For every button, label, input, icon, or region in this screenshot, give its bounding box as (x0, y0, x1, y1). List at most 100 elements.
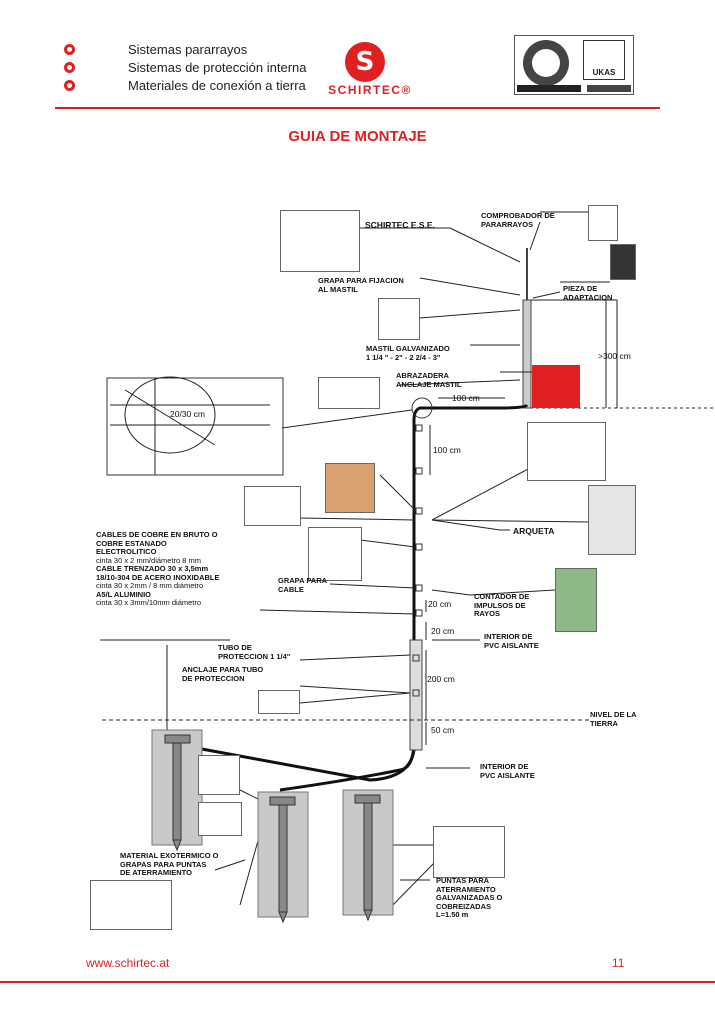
label-arqueta: ARQUETA (513, 526, 555, 536)
label-line: AL MASTIL (318, 284, 358, 294)
footer-divider (0, 981, 715, 983)
schirtec-logo-icon: S (345, 42, 385, 82)
footer-url-link[interactable]: www.schirtec.at (86, 956, 170, 970)
label-pieza-adaptacion: PIEZA DE ADAPTACION (563, 284, 613, 302)
ese-rods-photo (280, 210, 360, 272)
label-line: PUNTAS PARA (436, 876, 490, 885)
bullet-text: Materiales de conexión a tierra (128, 77, 306, 93)
label-dim-20-a: 20 cm (428, 599, 452, 609)
label-line: cinta 30 x 2 mm/diámetro 8 mm (96, 555, 202, 565)
bullet-item: Materiales de conexión a tierra (64, 76, 306, 94)
label-line: NIVEL DE LA (590, 710, 637, 719)
label-nivel: NIVEL DE LA TIERRA (590, 710, 637, 728)
label-tubo: TUBO DE PROTECCION 1 1/4" (218, 643, 291, 661)
label-grapa-cable: GRAPA PARA CABLE (278, 576, 327, 594)
adapter-photo (610, 244, 636, 280)
ukas-icon: UKAS (583, 40, 625, 80)
s-logo-icon (64, 79, 75, 91)
label-line: COMPROBADOR DE (481, 211, 555, 220)
label-line: COBREIZADAS (436, 901, 492, 911)
label-line: TIERRA (590, 718, 618, 728)
label-line: CABLE (278, 584, 304, 594)
label-dim-100-v: 100 cm (433, 445, 461, 455)
certification-badge: UKAS (514, 35, 634, 95)
label-line: ADAPTACION (563, 292, 613, 302)
label-line: DE ATERRAMIENTO (120, 868, 192, 877)
label-abrazadera: ABRAZADERA ANCLAJE MASTIL (396, 371, 462, 389)
label-dim-50: 50 cm (431, 725, 455, 735)
header-divider (55, 107, 660, 109)
page-number: 11 (612, 956, 625, 970)
bullet-text: Sistemas pararrayos (128, 41, 248, 57)
tube-anchor-photo (258, 690, 300, 714)
label-line: ATERRAMIENTO (436, 884, 496, 894)
label-line: MATERIAL EXOTERMICO O (120, 851, 219, 860)
mast-clamp-photo (378, 298, 420, 340)
label-mastil: MASTIL GALVANIZADO 1 1/4 " - 2" - 2 2/4 … (366, 344, 450, 362)
label-cables: CABLES DE COBRE EN BRUTO O COBRE ESTANAD… (96, 530, 220, 608)
exothermic-photo-2 (198, 802, 242, 836)
label-dim-20-30: 20/30 cm (170, 409, 205, 419)
label-height-300: >300 cm (598, 351, 631, 361)
label-line: COBRE ESTANADO (96, 538, 167, 548)
label-line: PVC AISLANTE (480, 770, 535, 780)
building-block (532, 365, 580, 408)
label-line: GRAPAS PARA PUNTAS (120, 859, 207, 869)
label-line: A5/L ALUMINIO (96, 589, 152, 599)
s-logo-icon (64, 61, 75, 73)
label-line: 18/10-304 DE ACERO INOXIDABLE (96, 572, 220, 582)
label-line: GALVANIZADAS O (436, 893, 503, 902)
label-line: PIEZA DE (563, 284, 598, 293)
label-line: PROTECCION 1 1/4" (218, 651, 291, 661)
label-grapa-fijacion: GRAPA PARA FIJACION AL MASTIL (318, 276, 404, 294)
bracket-photo (318, 377, 380, 409)
tester-photo (588, 205, 618, 241)
bullet-item: Sistemas pararrayos (64, 40, 306, 58)
label-contador: CONTADOR DE IMPULSOS DE RAYOS (474, 592, 530, 619)
inspection-box-photo (588, 485, 636, 555)
schirtec-logo-text: SCHIRTEC® (328, 83, 412, 97)
label-schirtec-ese: SCHIRTEC E.S.E. (365, 220, 435, 230)
label-line: GRAPA PARA FIJACION (318, 276, 404, 285)
label-line: PARARRAYOS (481, 219, 534, 229)
header-bullet-list: Sistemas pararrayos Sistemas de protecci… (64, 40, 306, 94)
ukas-label: UKAS (592, 68, 616, 77)
label-anclaje-tubo: ANCLAJE PARA TUBO DE PROTECCION (182, 665, 264, 683)
label-line: ANCLAJE PARA TUBO (182, 665, 264, 674)
aja-seal-icon (523, 40, 569, 86)
exothermic-photo-1 (198, 755, 240, 795)
label-dim-20-b: 20 cm (431, 626, 455, 636)
label-line: INTERIOR DE (480, 762, 529, 771)
label-line: cinta 30 x 3mm/10mm diámetro (96, 598, 202, 607)
cable-clamp-photo (308, 527, 362, 581)
iso-bar (517, 85, 581, 92)
label-line: ELECTROLITICO (96, 547, 157, 556)
logo-letter: S (355, 47, 375, 77)
label-line: 1 1/4 " - 2" - 2 2/4 - 3" (366, 352, 441, 362)
reg-bar (587, 85, 631, 92)
label-interior-pvc-1: INTERIOR DE PVC AISLANTE (484, 632, 539, 650)
grounding-clamp-photo (90, 880, 172, 930)
copper-coil-photo (325, 463, 375, 513)
label-line: cinta 30 x 2mm / 8 mm diámetro (96, 581, 204, 590)
s-logo-icon (64, 43, 75, 55)
connectors-photo (527, 422, 606, 481)
ground-rods-photo (433, 826, 505, 878)
cable-photo (244, 486, 301, 526)
counter-photo (555, 568, 597, 632)
label-line: ABRAZADERA (396, 371, 449, 380)
label-line: IMPULSOS DE (474, 600, 526, 610)
label-line: L=1.50 m (436, 910, 469, 919)
label-line: CABLES DE COBRE EN BRUTO O (96, 530, 218, 539)
label-line: CABLE TRENZADO 30 x 3,5mm (96, 564, 209, 573)
label-material-exo: MATERIAL EXOTERMICO O GRAPAS PARA PUNTAS… (120, 851, 219, 878)
label-line: ANCLAJE MASTIL (396, 379, 462, 389)
label-comprobador: COMPROBADOR DE PARARRAYOS (481, 211, 555, 229)
bullet-text: Sistemas de protección interna (128, 59, 307, 75)
bullet-item: Sistemas de protección interna (64, 58, 306, 76)
label-line: INTERIOR DE (484, 632, 533, 641)
label-interior-pvc-2: INTERIOR DE PVC AISLANTE (480, 762, 535, 780)
label-line: CONTADOR DE (474, 592, 530, 601)
page-title: GUIA DE MONTAJE (288, 128, 427, 145)
